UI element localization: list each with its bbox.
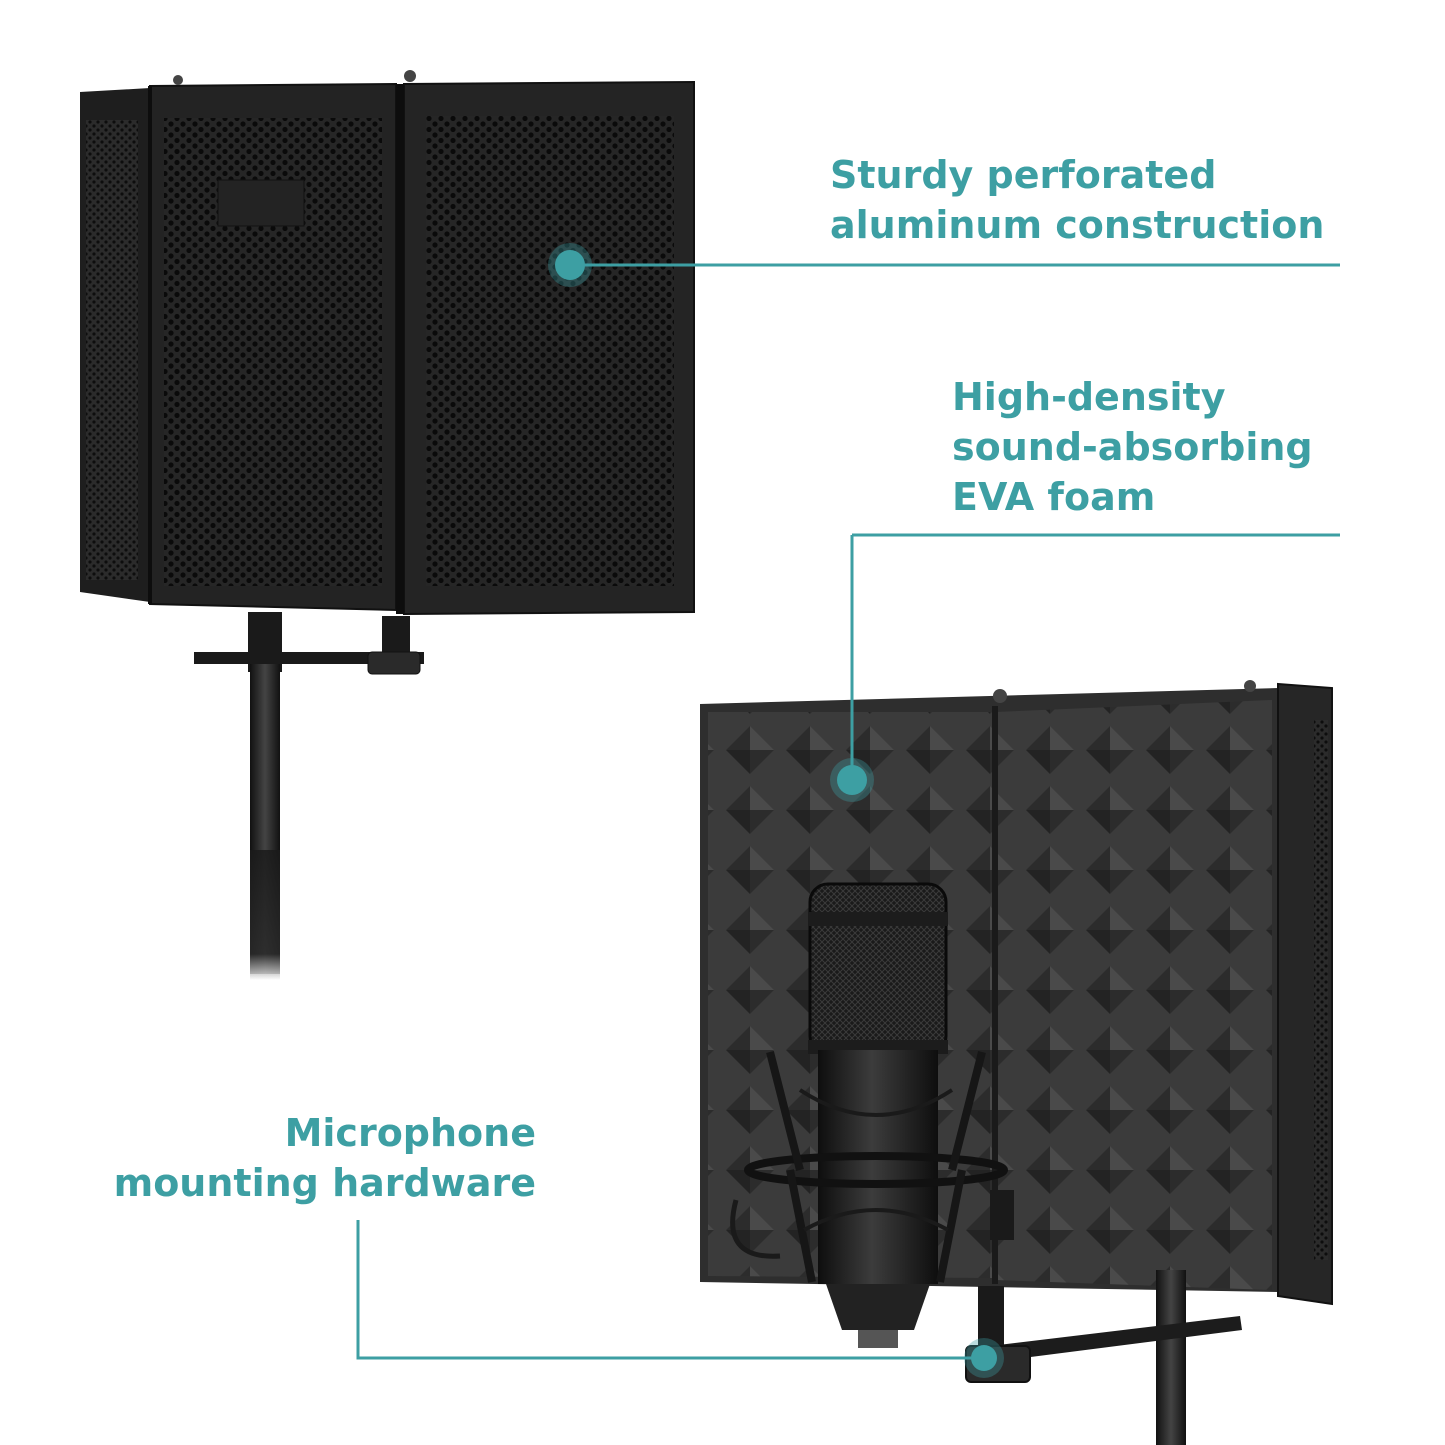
callout-aluminum-line-2: aluminum construction (830, 203, 1325, 247)
metal-shield-back-view (80, 70, 695, 980)
callout-mount-line-2: mounting hardware (113, 1161, 536, 1205)
mounting-hardware (965, 1270, 1242, 1445)
callout-aluminum-construction: Sturdy perforated aluminum construction (830, 150, 1324, 250)
leader-line-mount (356, 1220, 984, 1360)
leader-line-foam (850, 533, 1340, 780)
callout-eva-foam: High-density sound-absorbing EVA foam (952, 372, 1313, 522)
callout-leaders (356, 263, 1340, 1360)
callout-aluminum-line-1: Sturdy perforated (830, 153, 1217, 197)
callout-mount-line-1: Microphone (284, 1111, 536, 1155)
callout-foam-line-3: EVA foam (952, 475, 1156, 519)
callout-mounting-hardware: Microphone mounting hardware (100, 1108, 536, 1208)
foam-shield-front-view (700, 680, 1333, 1445)
callout-markers (548, 243, 1004, 1378)
callout-foam-line-2: sound-absorbing (952, 425, 1313, 469)
callout-foam-line-1: High-density (952, 375, 1226, 419)
microphone (730, 882, 1014, 1348)
